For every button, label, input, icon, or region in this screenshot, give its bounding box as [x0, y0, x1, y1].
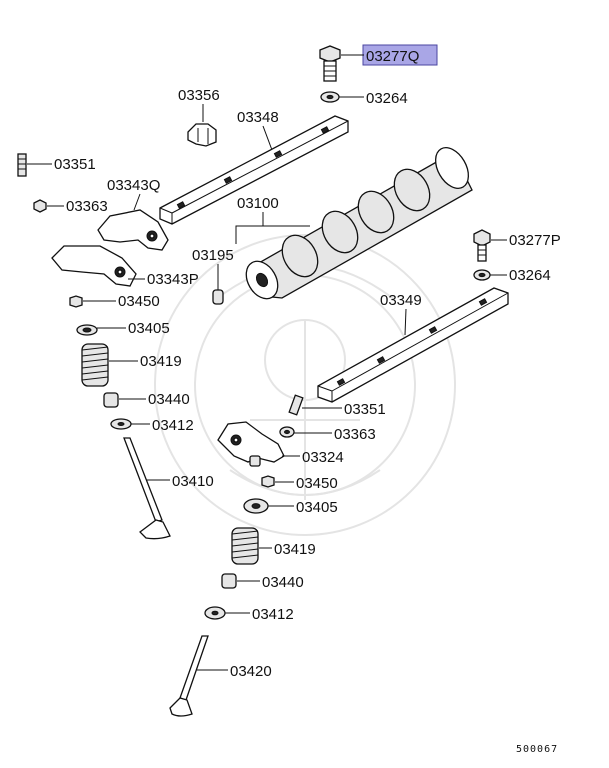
spring-retainer-03412-upper[interactable] — [110, 418, 132, 430]
callout-03363-upper[interactable]: 03363 — [66, 198, 108, 215]
cap-03450-upper[interactable] — [69, 295, 83, 308]
callout-03343q[interactable]: 03343Q — [107, 177, 160, 194]
nut-03363-lower[interactable] — [279, 426, 295, 438]
valve-seal-03440-lower[interactable] — [221, 573, 237, 589]
callout-03351-upper[interactable]: 03351 — [54, 156, 96, 173]
callout-03450-upper[interactable]: 03450 — [118, 293, 160, 310]
callout-03100[interactable]: 03100 — [237, 195, 279, 212]
pin-03195[interactable] — [212, 289, 224, 305]
callout-03412-lower[interactable]: 03412 — [252, 606, 294, 623]
cap-03450-lower[interactable] — [261, 475, 275, 488]
washer-03264-top[interactable] — [320, 91, 340, 103]
callout-03419-lower[interactable]: 03419 — [274, 541, 316, 558]
rocker-arm-03343q[interactable] — [97, 209, 169, 251]
valve-seal-03440-upper[interactable] — [103, 392, 119, 408]
callout-03349[interactable]: 03349 — [380, 292, 422, 309]
callout-03351-lower[interactable]: 03351 — [344, 401, 386, 418]
callout-03412-upper[interactable]: 03412 — [152, 417, 194, 434]
nut-03363-upper[interactable] — [33, 199, 47, 213]
spring-retainer-03412-lower[interactable] — [204, 606, 226, 620]
adjusting-screw-03351-upper[interactable] — [17, 153, 27, 177]
bolt-03277q[interactable] — [319, 45, 341, 82]
callout-03264-right[interactable]: 03264 — [509, 267, 551, 284]
callout-03324[interactable]: 03324 — [302, 449, 344, 466]
washer-03264-right[interactable] — [473, 269, 491, 281]
callout-03419-upper[interactable]: 03419 — [140, 353, 182, 370]
bolt-03277p[interactable] — [473, 229, 491, 262]
callout-03450-lower[interactable]: 03450 — [296, 475, 338, 492]
callout-03363-lower[interactable]: 03363 — [334, 426, 376, 443]
callout-03195[interactable]: 03195 — [192, 247, 234, 264]
valve-03410[interactable] — [123, 437, 171, 540]
rocker-shaft-03349[interactable] — [317, 287, 509, 403]
callout-03356[interactable]: 03356 — [178, 87, 220, 104]
callout-03277q[interactable]: 03277Q — [366, 48, 419, 65]
valve-spring-03419-upper[interactable] — [81, 343, 109, 387]
clip-03356[interactable] — [187, 123, 217, 147]
valve-spring-03419-lower[interactable] — [231, 527, 259, 565]
callout-03420[interactable]: 03420 — [230, 663, 272, 680]
diagram-code: 500067 — [516, 744, 558, 755]
callout-03277p[interactable]: 03277P — [509, 232, 561, 249]
callout-03348[interactable]: 03348 — [237, 109, 279, 126]
callout-03405-upper[interactable]: 03405 — [128, 320, 170, 337]
callout-03440-upper[interactable]: 03440 — [148, 391, 190, 408]
callout-03405-lower[interactable]: 03405 — [296, 499, 338, 516]
rocker-arm-03324[interactable] — [217, 421, 285, 467]
adjusting-screw-03351-lower[interactable] — [288, 394, 304, 416]
valve-03420[interactable] — [169, 635, 209, 717]
callout-03264-top[interactable]: 03264 — [366, 90, 408, 107]
callout-03440-lower[interactable]: 03440 — [262, 574, 304, 591]
rocker-shaft-03348[interactable] — [159, 115, 349, 225]
rocker-arm-03343p[interactable] — [51, 245, 137, 287]
spring-seat-03405-lower[interactable] — [243, 498, 269, 514]
callout-03410[interactable]: 03410 — [172, 473, 214, 490]
spring-seat-03405-upper[interactable] — [76, 324, 98, 336]
callout-03343p[interactable]: 03343P — [147, 271, 199, 288]
camshaft-03100[interactable] — [240, 142, 475, 304]
